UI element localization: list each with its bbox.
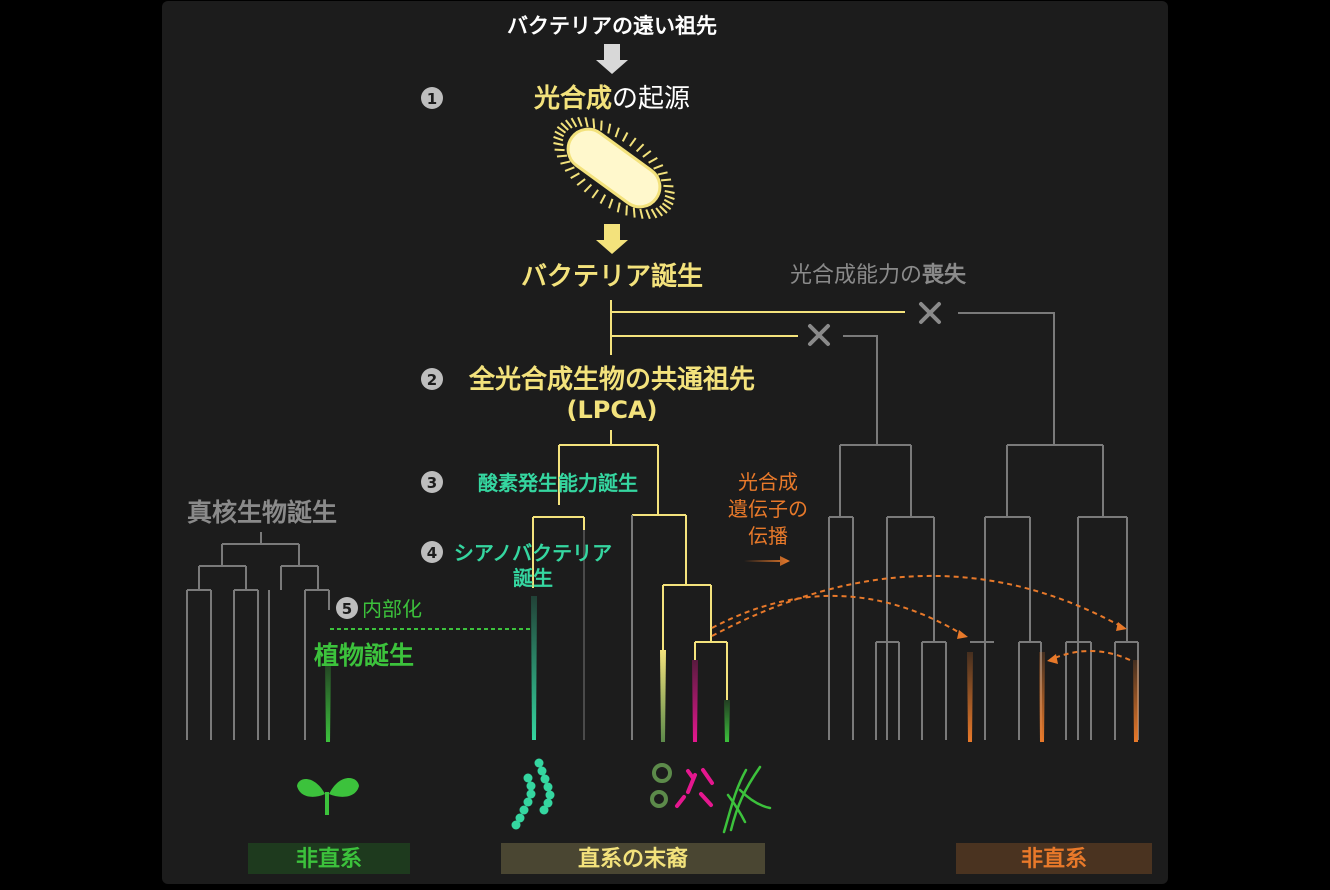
center-category-label: 直系の末裔 xyxy=(578,846,688,872)
descendant-lineage-3 xyxy=(724,700,730,742)
bacteria-shapes-icon xyxy=(650,763,772,834)
top-title: バクテリアの遠い祖先 xyxy=(507,14,717,38)
arrow-down-icon xyxy=(596,44,628,74)
step-4-badge xyxy=(421,541,443,563)
step-3-number: 3 xyxy=(427,474,437,492)
step-2-number: 2 xyxy=(427,371,437,389)
descendant-lineage-2 xyxy=(692,660,698,742)
internalization-label: 内部化 xyxy=(362,597,422,621)
cyanobacteria-label-2: 誕生 xyxy=(513,566,553,590)
left-category-label: 非直系 xyxy=(296,846,362,872)
eukaryote-label: 真核生物誕生 xyxy=(187,498,337,527)
transfer-arrow-icon xyxy=(744,556,790,566)
svg-text:遺伝子の: 遺伝子の xyxy=(728,497,808,521)
transferred-lineages xyxy=(967,652,1139,742)
loss-x-icon xyxy=(808,302,941,346)
step-4-number: 4 xyxy=(427,544,437,562)
step-1-badge xyxy=(421,87,443,109)
lpca-label: 全光合成生物の共通祖先 xyxy=(468,364,755,395)
plant-label: 植物誕生 xyxy=(314,641,414,670)
plant-lineage xyxy=(325,660,331,742)
transfer-label: 光合成 遺伝子の 伝播 xyxy=(728,470,808,548)
step-1-label: 光合成の起源 xyxy=(533,83,690,114)
step-2-badge xyxy=(421,368,443,390)
bacteria-birth-label: バクテリア誕生 xyxy=(521,262,703,292)
background-panel xyxy=(162,1,1168,884)
arrow-down-yellow-icon xyxy=(596,224,628,254)
loss-label: 光合成能力の喪失 xyxy=(790,263,967,288)
right-category-box xyxy=(956,843,1152,874)
svg-text:伝播: 伝播 xyxy=(748,524,788,548)
right-category-label: 非直系 xyxy=(1021,846,1087,872)
gene-transfer-arrows xyxy=(711,575,1131,661)
descendant-lineage-1 xyxy=(660,650,666,742)
oxygen-label: 酸素発生能力誕生 xyxy=(478,471,638,495)
step-3-badge xyxy=(421,471,443,493)
step-5-badge xyxy=(336,597,358,619)
step-5-number: 5 xyxy=(342,600,352,618)
lpca-abbrev: (LPCA) xyxy=(566,396,657,424)
step-1-number: 1 xyxy=(427,90,437,108)
center-category-box xyxy=(501,843,765,874)
cyanobacteria-chain-icon xyxy=(511,758,555,830)
svg-text:光合成: 光合成 xyxy=(738,470,798,494)
bacterium-icon xyxy=(553,116,675,220)
cyanobacteria-lineage xyxy=(531,596,537,740)
left-category-box xyxy=(248,843,410,874)
cyanobacteria-label: シアノバクテリア xyxy=(454,541,612,565)
sprout-icon xyxy=(297,777,359,815)
